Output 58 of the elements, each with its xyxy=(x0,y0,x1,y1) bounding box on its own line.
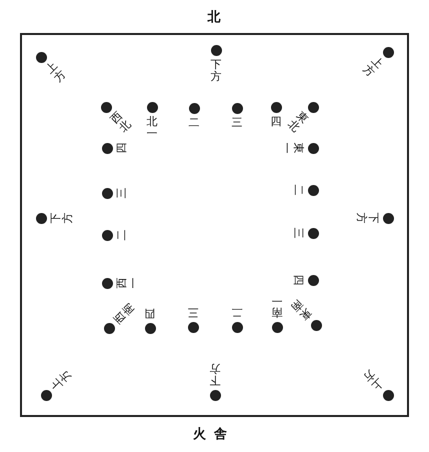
dot xyxy=(36,212,46,224)
dot xyxy=(232,322,242,332)
dot xyxy=(308,142,318,154)
dot xyxy=(102,142,112,154)
dot xyxy=(308,274,318,286)
direction-label: 三 xyxy=(232,117,242,129)
direction-label: 下方 xyxy=(210,59,222,83)
direction-label: 東北 xyxy=(286,109,311,134)
dot xyxy=(40,390,52,400)
dot xyxy=(100,102,112,112)
dot xyxy=(146,102,158,112)
dot xyxy=(36,52,46,62)
direction-label: 三 xyxy=(292,228,304,238)
dot xyxy=(270,102,282,112)
dot xyxy=(382,390,394,400)
dot xyxy=(232,102,242,114)
direction-label: 東南 xyxy=(288,298,314,323)
dot xyxy=(188,322,198,332)
direction-label: 上方 xyxy=(360,54,386,80)
direction-label: 二 xyxy=(116,230,128,240)
dot xyxy=(102,278,112,288)
direction-label: 西南 xyxy=(111,300,136,326)
dot xyxy=(272,322,282,332)
direction-label: 四 xyxy=(144,307,156,319)
direction-label: 南一 xyxy=(272,294,282,318)
dot xyxy=(102,188,112,198)
direction-label: 下方 xyxy=(210,362,220,386)
dot xyxy=(382,212,394,224)
direction-label: 西北 xyxy=(108,109,134,134)
direction-label: 三 xyxy=(116,188,128,198)
dot xyxy=(104,322,114,334)
dot xyxy=(102,230,112,240)
direction-label: 三 xyxy=(188,306,198,318)
dot xyxy=(210,390,220,400)
dot xyxy=(308,102,318,112)
dot xyxy=(308,228,318,238)
direction-label: 火舎 xyxy=(193,426,235,443)
dot xyxy=(382,46,394,58)
direction-label: 上方 xyxy=(360,368,386,393)
direction-label: 四 xyxy=(116,142,128,154)
direction-label: 二 xyxy=(232,306,242,318)
direction-label: 四 xyxy=(270,116,282,128)
direction-label: 西一 xyxy=(116,278,140,288)
direction-label: 下方 xyxy=(50,212,74,224)
direction-label: 東一 xyxy=(280,142,304,154)
direction-label: 四 xyxy=(292,274,304,286)
direction-label: 二 xyxy=(188,117,200,129)
dot xyxy=(308,184,318,196)
dot xyxy=(310,320,322,330)
direction-label: 上方 xyxy=(48,368,74,393)
dot xyxy=(144,322,156,334)
direction-label: 二 xyxy=(292,184,304,196)
direction-label: 下方 xyxy=(355,212,379,224)
dot xyxy=(188,102,200,114)
direction-label: 上方 xyxy=(43,59,68,84)
dot xyxy=(210,44,222,56)
direction-label: 北一 xyxy=(146,116,158,140)
direction-label: 北 xyxy=(208,9,220,26)
